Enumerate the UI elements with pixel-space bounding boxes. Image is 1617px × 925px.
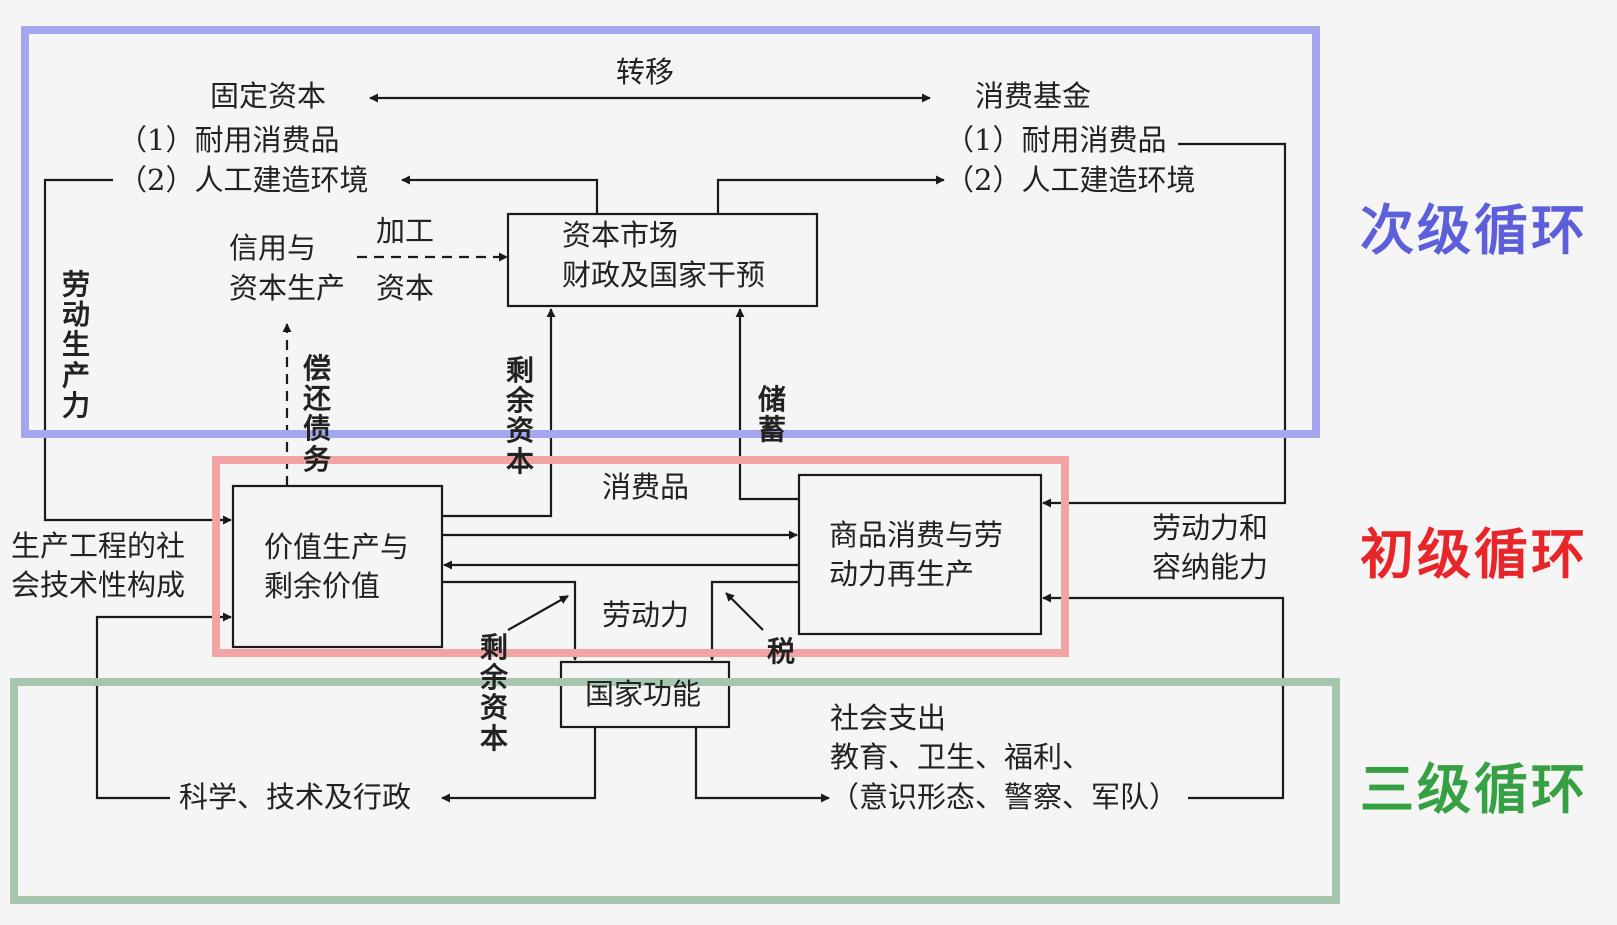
secondary-circuit-frame (21, 26, 1320, 438)
science-to-value-arrow (95, 612, 232, 800)
market-to-fund-arrow (716, 175, 945, 214)
tax-diagonal-arrow (725, 592, 764, 631)
labor-productivity-label: 劳动生产力 (61, 268, 90, 422)
consumption-box (797, 473, 1043, 636)
processing-label-line-2: 资本 (376, 271, 435, 305)
surplus-capital-diagonal-arrow (507, 595, 569, 631)
savings-arrow (735, 308, 799, 501)
surplus-capital-down-label: 剩余资本 (479, 631, 508, 755)
value-production-box (231, 484, 444, 649)
consumption-fund-title: 消费基金 (975, 79, 1092, 113)
social-spending-line-3: （意识形态、警察、军队） (830, 780, 1179, 814)
fixed-capital-title: 固定资本 (210, 79, 327, 113)
capital-market-line-2: 财政及国家干预 (562, 258, 766, 292)
labor-capacity-line-2: 容纳能力 (1152, 550, 1269, 584)
surplus-capital-up-arrow (442, 308, 556, 518)
tertiary-circuit-label: 三级循环 (1360, 758, 1588, 821)
primary-circuit-label: 初级循环 (1360, 523, 1588, 586)
consumption-to-state-arrow (707, 580, 799, 661)
value-production-line-1: 价值生产与 (264, 530, 410, 564)
processing-label-line-1: 加工 (376, 214, 435, 248)
market-to-fixed-arrow (401, 175, 599, 214)
consumption-line-1: 商品消费与劳 (829, 518, 1004, 552)
labor-power-label: 劳动力 (602, 598, 690, 632)
value-to-state-arrow (442, 580, 580, 661)
social-composition-line-2: 会技术性构成 (11, 568, 186, 602)
consumption-fund-item-1: （1）耐用消费品 (945, 123, 1167, 157)
state-function-label: 国家功能 (585, 677, 702, 711)
labor-productivity-arrow (43, 178, 232, 525)
consumer-goods-label: 消费品 (602, 470, 690, 504)
repay-debt-label: 偿还债务 (302, 352, 331, 476)
credit-label-line-1: 信用与 (229, 231, 317, 265)
surplus-capital-up-label: 剩余资本 (505, 354, 534, 478)
value-production-line-2: 剩余价值 (264, 569, 381, 603)
social-spending-line-2: 教育、卫生、福利、 (830, 740, 1092, 774)
social-spending-return-arrow (1042, 593, 1285, 800)
social-spending-line-1: 社会支出 (830, 701, 947, 735)
consumption-fund-item-2: （2）人工建造环境 (945, 163, 1196, 197)
state-to-science-arrow (441, 727, 597, 803)
labor-capacity-line-1: 劳动力和 (1152, 511, 1269, 545)
fixed-capital-item-2: （2）人工建造环境 (118, 163, 369, 197)
capital-market-line-1: 资本市场 (562, 218, 679, 252)
fund-return-arrow (1042, 142, 1287, 508)
primary-circuit-frame (212, 456, 1069, 657)
state-to-spending-arrow (694, 727, 830, 803)
transfer-label: 转移 (616, 55, 675, 89)
savings-label: 储蓄 (757, 383, 786, 447)
fixed-capital-item-1: （1）耐用消费品 (118, 123, 340, 157)
tertiary-circuit-frame (10, 678, 1340, 904)
secondary-circuit-label: 次级循环 (1360, 199, 1588, 262)
tax-label: 税 (766, 635, 795, 668)
consumption-line-2: 动力再生产 (829, 557, 975, 591)
credit-label-line-2: 资本生产 (229, 271, 346, 305)
state-function-box (559, 660, 731, 729)
social-composition-line-1: 生产工程的社 (11, 529, 186, 563)
capital-market-box (506, 212, 819, 308)
science-admin-label: 科学、技术及行政 (179, 780, 412, 814)
